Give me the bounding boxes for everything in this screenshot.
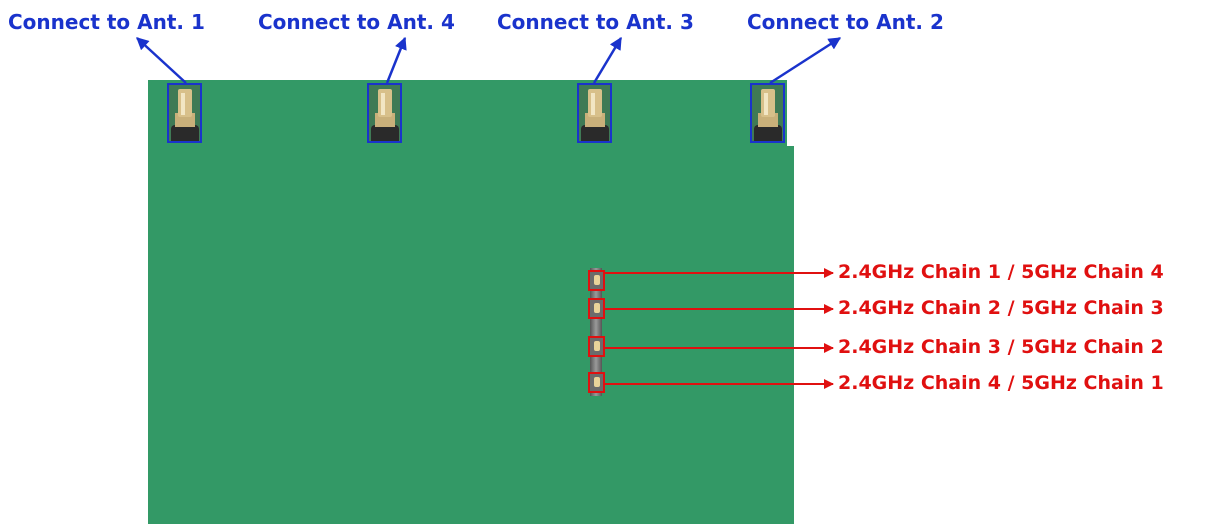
- antenna-connector-4: [367, 83, 402, 143]
- label-chain-2: 2.4GHz Chain 2 / 5GHz Chain 3: [838, 297, 1164, 319]
- arrow-ant4: [385, 36, 407, 84]
- label-ant-2: Connect to Ant. 2: [747, 10, 944, 34]
- ufl-connector-chain-1: [588, 270, 605, 291]
- ufl-connector-chain-2: [588, 298, 605, 319]
- label-ant-1: Connect to Ant. 1: [8, 10, 205, 34]
- label-ant-4: Connect to Ant. 4: [258, 10, 455, 34]
- ufl-connector-chain-4: [588, 372, 605, 393]
- antenna-connector-1: [167, 83, 202, 143]
- circuit-board: [148, 80, 794, 524]
- ufl-connector-chain-3: [588, 336, 605, 357]
- antenna-connector-2: [750, 83, 785, 143]
- arrow-ant2: [769, 36, 842, 85]
- arrow-ant1: [136, 37, 187, 84]
- label-ant-3: Connect to Ant. 3: [497, 10, 694, 34]
- label-chain-3: 2.4GHz Chain 3 / 5GHz Chain 2: [838, 336, 1164, 358]
- board-notch: [787, 80, 799, 146]
- arrow-ant3: [592, 36, 623, 84]
- label-chain-4: 2.4GHz Chain 4 / 5GHz Chain 1: [838, 372, 1164, 394]
- label-chain-1: 2.4GHz Chain 1 / 5GHz Chain 4: [838, 261, 1164, 283]
- antenna-connector-3: [577, 83, 612, 143]
